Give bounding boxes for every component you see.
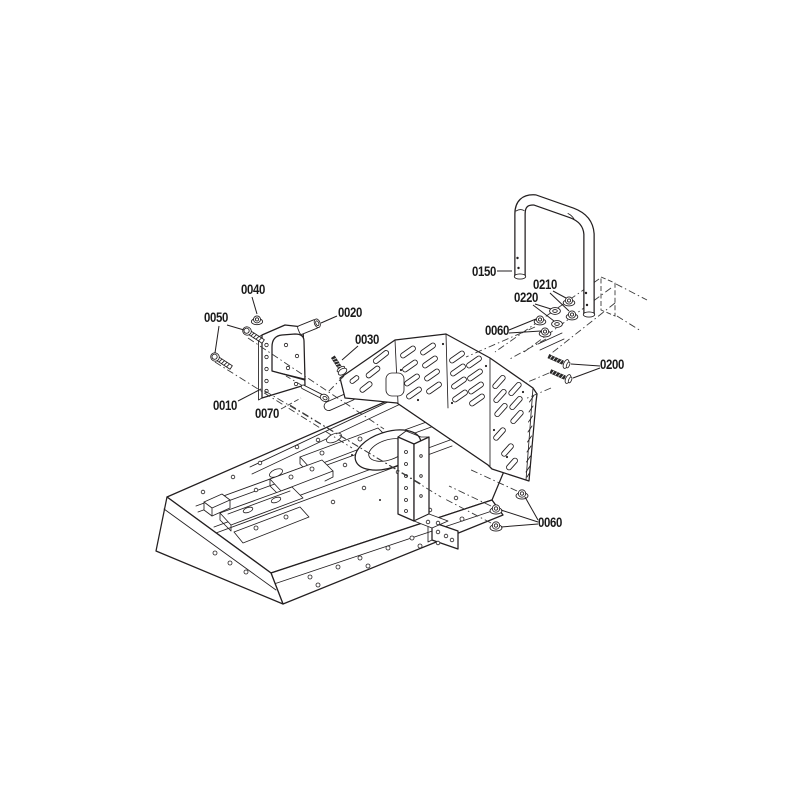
deck-lower-plate bbox=[233, 506, 310, 544]
guard-tab bbox=[385, 372, 405, 397]
callout-0030: 0030 bbox=[355, 332, 379, 347]
deck-rail-tip bbox=[537, 332, 565, 351]
upright-post bbox=[397, 430, 449, 529]
callout-0200: 0200 bbox=[600, 357, 624, 372]
callout-0040: 0040 bbox=[241, 282, 265, 297]
callout-0060-lower: 0060 bbox=[538, 515, 562, 530]
hidden-rail bbox=[600, 276, 616, 317]
nut-0060-lower-a bbox=[515, 489, 529, 500]
bolt-0050-a bbox=[242, 326, 265, 344]
nut-0060-lower-b bbox=[489, 504, 503, 515]
nut-0060-lower-c bbox=[489, 521, 503, 532]
callout-0070: 0070 bbox=[255, 406, 279, 421]
projection-lines bbox=[214, 276, 648, 524]
bolt-0050-b bbox=[210, 352, 233, 370]
bolt-0200-a bbox=[547, 354, 571, 369]
bolt-0030 bbox=[330, 355, 348, 376]
nut-0210-a bbox=[562, 296, 576, 307]
callout-0010: 0010 bbox=[213, 398, 237, 413]
nut-0040 bbox=[250, 315, 264, 326]
washer-0220-a bbox=[549, 307, 561, 315]
engine-guard bbox=[339, 333, 538, 482]
washer-0220-b bbox=[551, 320, 563, 328]
callout-0220: 0220 bbox=[514, 290, 538, 305]
pin-0070 bbox=[300, 384, 330, 403]
bolt-0200-b bbox=[549, 369, 573, 384]
callout-0150: 0150 bbox=[472, 264, 496, 279]
roll-bar bbox=[513, 194, 596, 318]
callout-0050: 0050 bbox=[204, 310, 228, 325]
deck-plate-bracket bbox=[269, 459, 334, 498]
callout-0020: 0020 bbox=[338, 305, 362, 320]
mount-bracket bbox=[258, 324, 306, 401]
nut-0060-upper-a bbox=[533, 315, 547, 326]
deck-u-bracket bbox=[219, 486, 304, 532]
callout-labels: 0040 0050 0020 0030 0010 0070 0150 0210 … bbox=[204, 264, 624, 530]
nut-0060-upper-b bbox=[538, 327, 552, 338]
callout-0210: 0210 bbox=[533, 277, 557, 292]
deck-box-bracket bbox=[203, 493, 231, 517]
pin-0020 bbox=[297, 318, 321, 335]
guard-fold-hatch bbox=[525, 395, 534, 478]
leader-lines bbox=[214, 270, 601, 528]
nut-0210-b bbox=[565, 310, 579, 321]
apron-l-bracket bbox=[427, 521, 459, 550]
callout-0060-upper: 0060 bbox=[485, 323, 509, 338]
